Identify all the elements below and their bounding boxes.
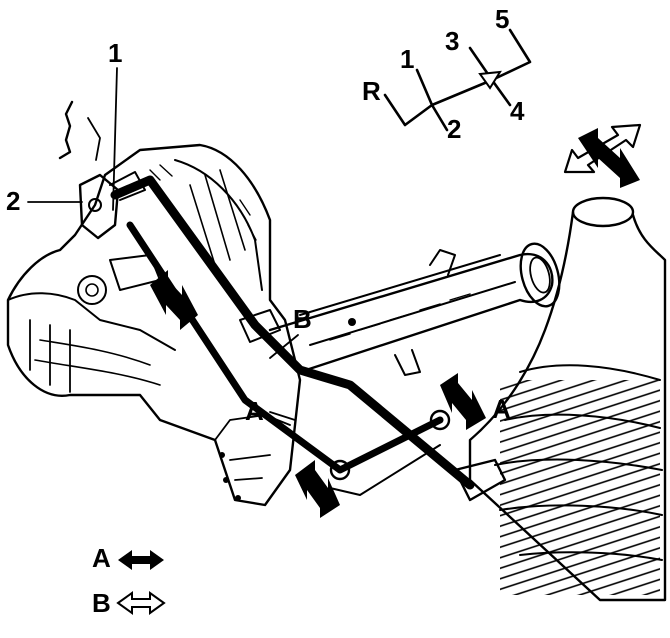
callout-2-number: 2 [6, 186, 20, 216]
arrow-a-lower [295, 460, 340, 518]
shift-lever-end [453, 458, 507, 502]
callout-rod-b: B [269, 304, 312, 359]
legend: A B [92, 543, 166, 618]
selector-clamp [78, 171, 146, 240]
legend-a-label: A [92, 543, 111, 573]
arrow-a-near-gearbox [150, 270, 198, 330]
callout-rod-a-right: A [492, 394, 511, 424]
callout-2: 2 [6, 186, 83, 216]
shift-pattern: R 1 2 3 4 5 [362, 4, 532, 144]
shift-boot [468, 196, 667, 602]
legend-a-solid-arrow-icon [118, 550, 164, 570]
gear-5-label: 5 [495, 4, 509, 34]
callout-rod-a-left: A [245, 396, 296, 426]
gear-1-label: 1 [400, 44, 414, 74]
legend-b-hollow-arrow-icon [116, 591, 166, 615]
callout-a-right-letter: A [492, 394, 511, 424]
lever-bracket [58, 100, 101, 161]
callout-b-letter: B [293, 304, 312, 334]
callout-a-left-letter: A [245, 396, 264, 426]
gear-3-label: 3 [445, 26, 459, 56]
gear-r-label: R [362, 76, 381, 106]
propeller-shaft [268, 242, 561, 376]
legend-b-label: B [92, 588, 111, 618]
rod-b-selector [110, 175, 475, 490]
gear-2-label: 2 [447, 114, 461, 144]
gear-4-label: 4 [510, 96, 525, 126]
arrow-a-right [440, 373, 486, 430]
callout-1-number: 1 [108, 38, 122, 68]
arrow-b-top-right [563, 123, 642, 174]
callout-1: 1 [108, 38, 122, 211]
arrow-a-top-right [578, 128, 640, 188]
gearbox-housing [6, 143, 302, 507]
